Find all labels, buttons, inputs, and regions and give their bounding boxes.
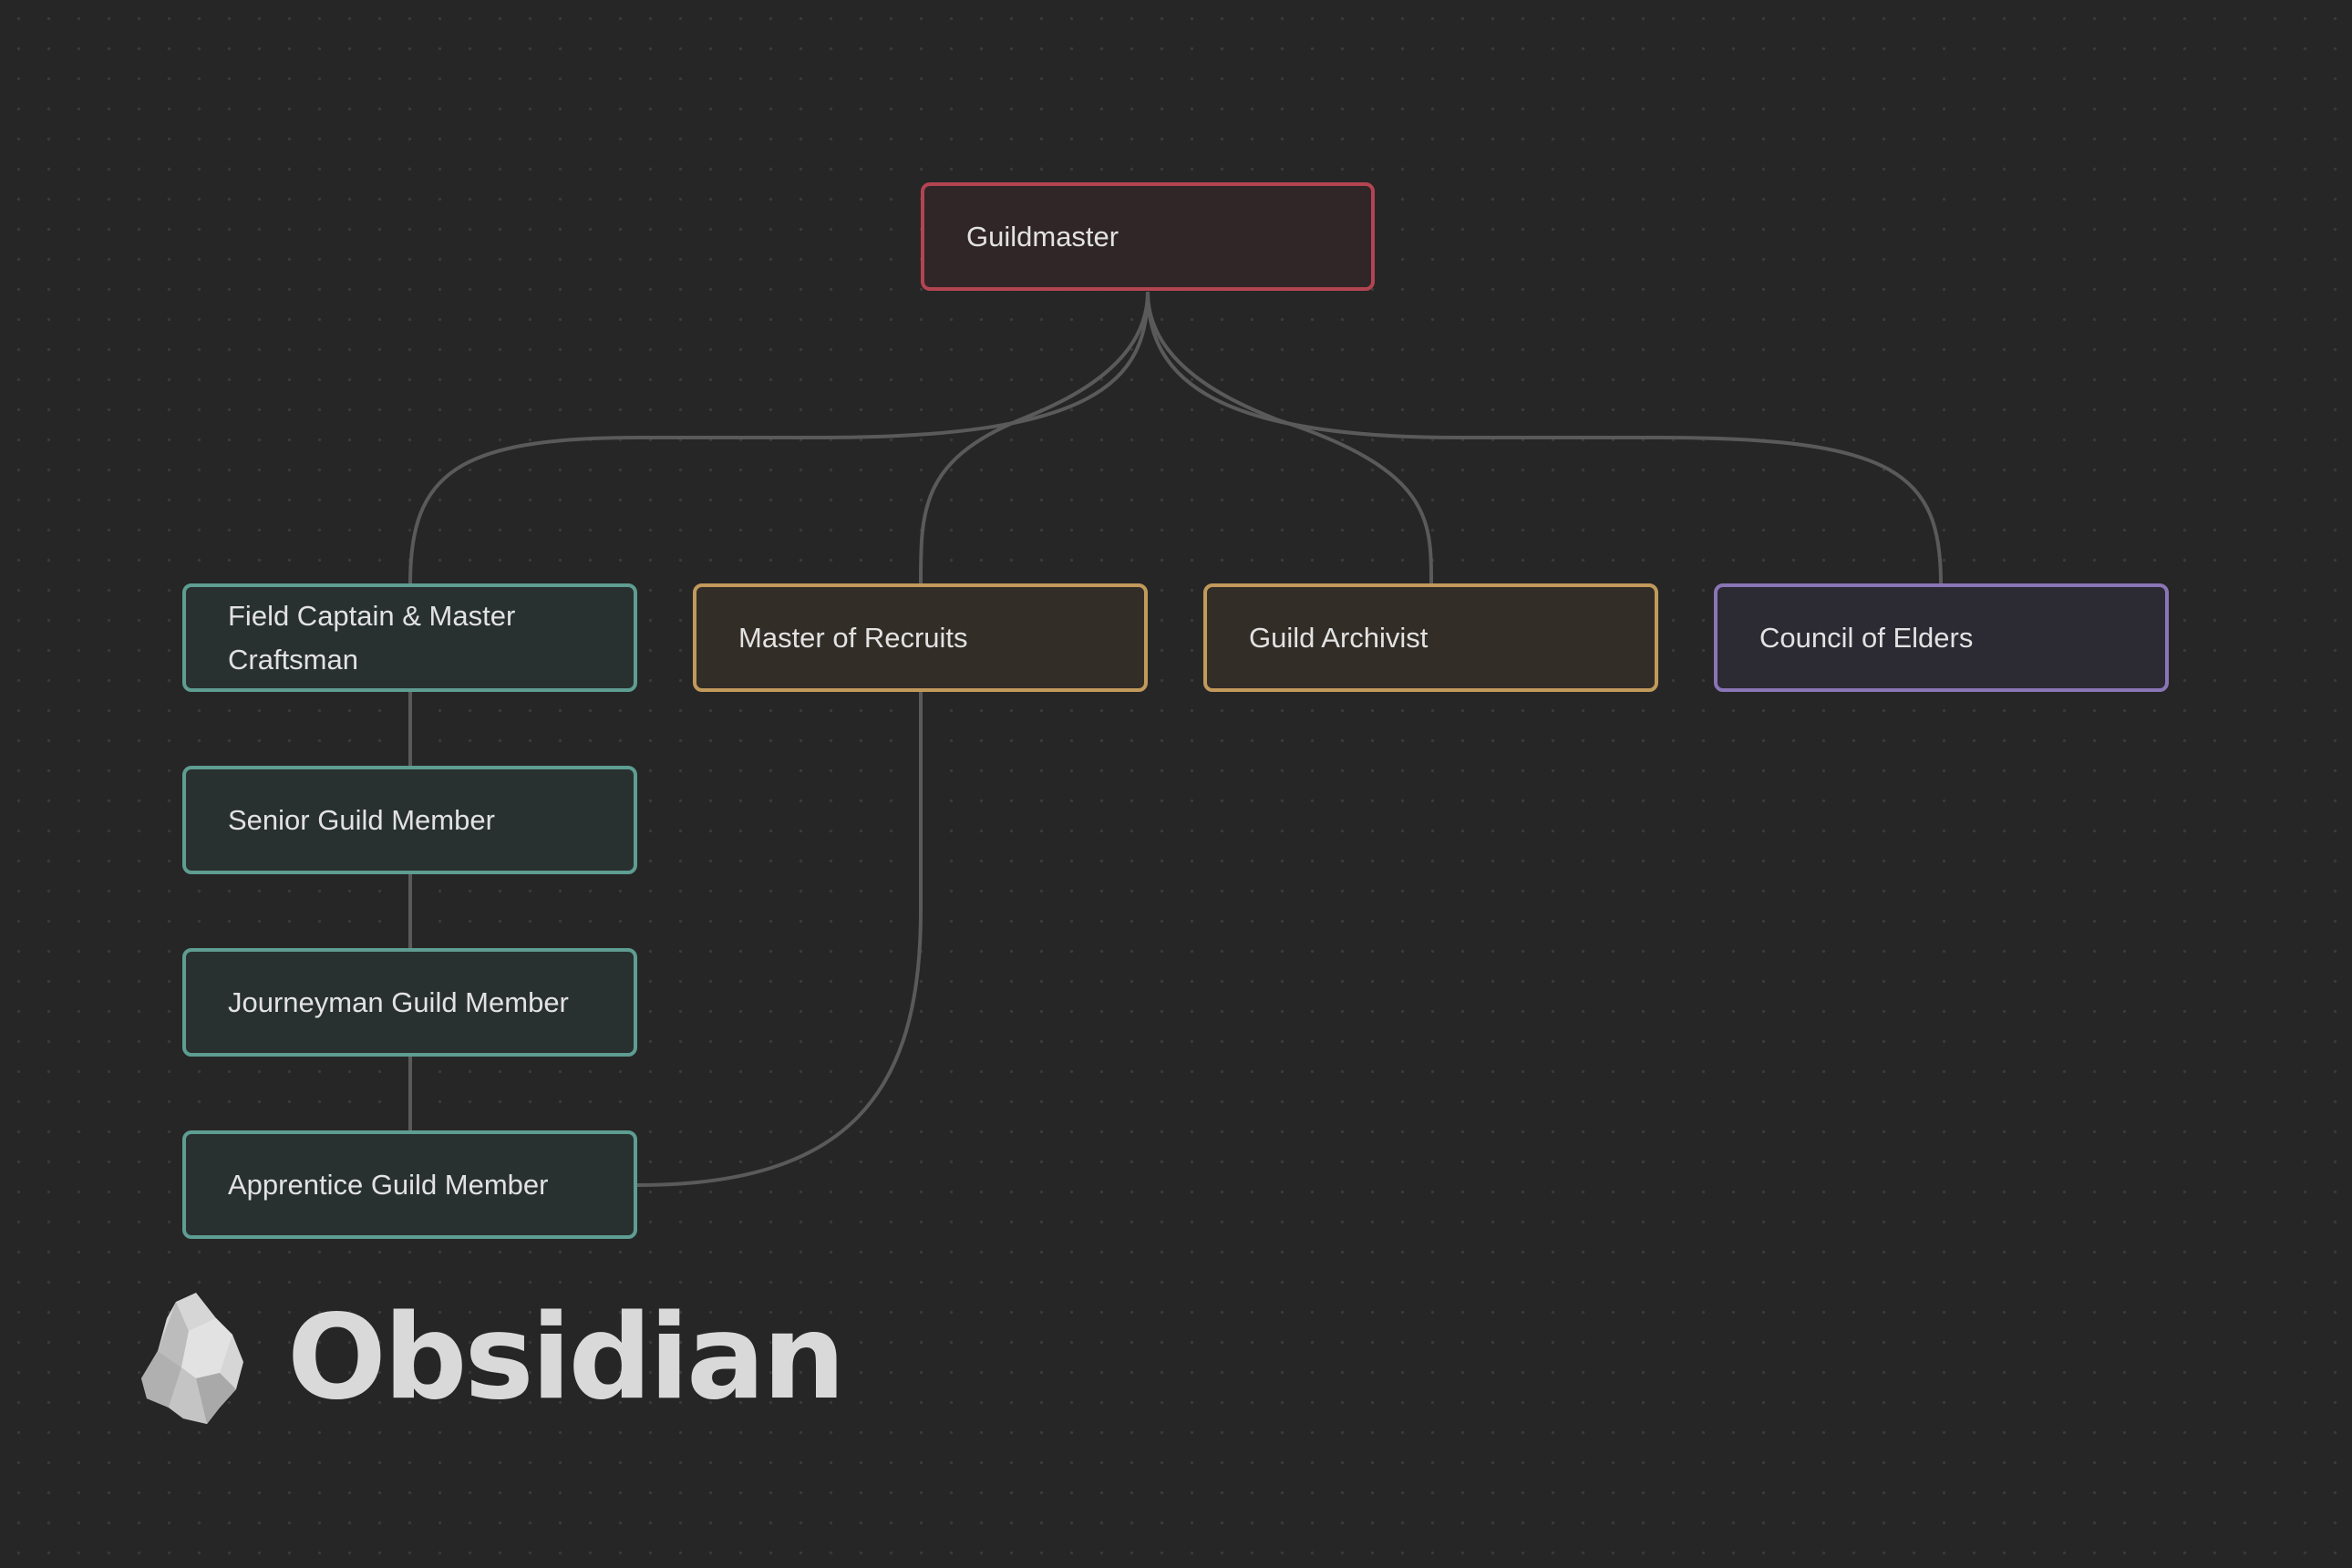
node-journeyman-member[interactable]: Journeyman Guild Member bbox=[182, 948, 637, 1057]
obsidian-crystal-icon bbox=[141, 1293, 243, 1424]
node-label: Guildmaster bbox=[966, 220, 1119, 253]
node-guild-archivist[interactable]: Guild Archivist bbox=[1203, 583, 1658, 692]
node-council-elders[interactable]: Council of Elders bbox=[1714, 583, 2169, 692]
node-label: Senior Guild Member bbox=[228, 803, 495, 836]
node-senior-member[interactable]: Senior Guild Member bbox=[182, 766, 637, 874]
edge-guildmaster-council-elders bbox=[1146, 291, 1943, 584]
edge-guildmaster-guild-archivist bbox=[1146, 291, 1433, 584]
node-label: Apprentice Guild Member bbox=[228, 1168, 549, 1201]
node-master-recruits[interactable]: Master of Recruits bbox=[693, 583, 1148, 692]
node-guildmaster[interactable]: Guildmaster bbox=[921, 182, 1375, 291]
node-label: Guild Archivist bbox=[1249, 621, 1429, 654]
node-apprentice-member[interactable]: Apprentice Guild Member bbox=[182, 1130, 637, 1239]
node-label: Field Captain & Master Craftsman bbox=[228, 599, 516, 676]
brand-name: Obsidian bbox=[287, 1290, 845, 1426]
node-label: Journeyman Guild Member bbox=[228, 985, 569, 1018]
brand-watermark: Obsidian bbox=[141, 1290, 845, 1427]
node-label: Council of Elders bbox=[1759, 621, 1974, 654]
node-field-captain[interactable]: Field Captain & Master Craftsman bbox=[182, 583, 637, 692]
edge-master-recruits-apprentice-member bbox=[637, 691, 923, 1187]
edge-guildmaster-master-recruits bbox=[919, 291, 1150, 584]
edge-guildmaster-field-captain bbox=[408, 291, 1150, 584]
node-label: Master of Recruits bbox=[738, 621, 968, 654]
